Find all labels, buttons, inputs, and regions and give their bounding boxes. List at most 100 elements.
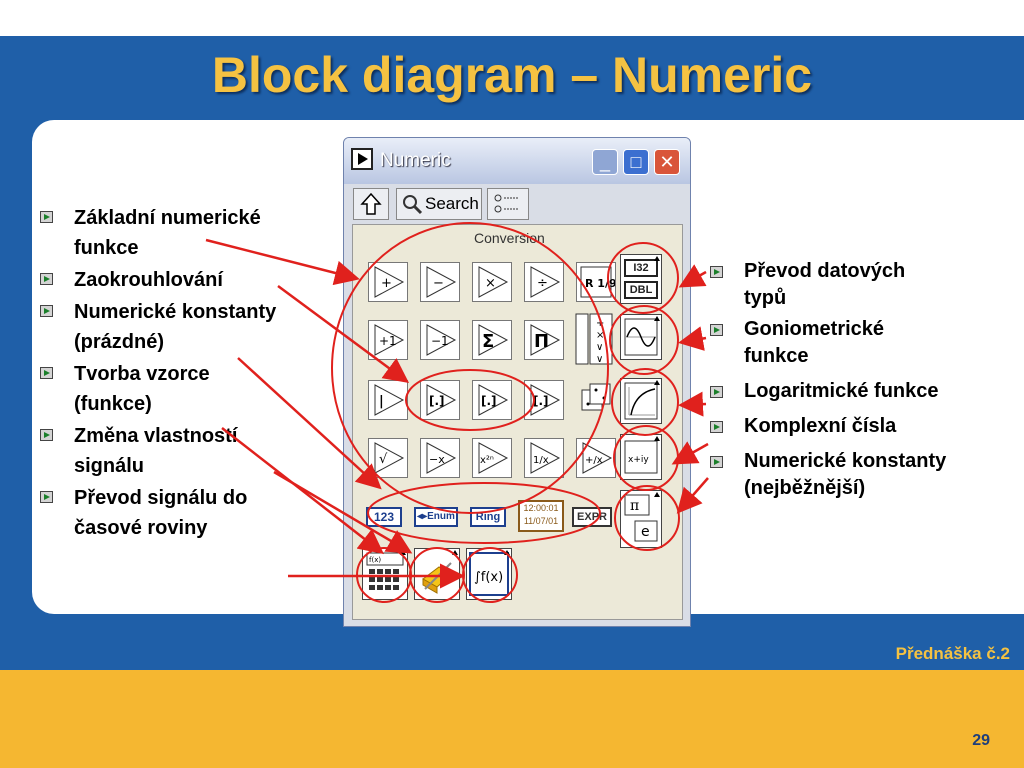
bullet-rounding: Zaokrouhlování [34, 265, 334, 295]
add-function-icon[interactable]: + [368, 262, 408, 302]
quotient-glyph: R 1/9 [585, 277, 615, 290]
abs-glyph: | [379, 394, 384, 409]
complex-glyph: x+iy [628, 455, 649, 465]
scale-power-icon[interactable]: x²ⁿ [472, 438, 512, 478]
search-label: Search [425, 194, 479, 213]
integral-glyph: ∫f(x) [474, 570, 503, 585]
numeric-constant-control[interactable]: 123 [366, 507, 402, 527]
subtract-glyph: − [433, 276, 444, 291]
decrement-glyph: −1 [431, 334, 449, 348]
compound-arithmetic-icon[interactable]: +×∨∨ [574, 312, 614, 366]
reciprocal-glyph: 1/x [533, 455, 549, 466]
close-button[interactable]: ✕ [654, 149, 680, 175]
bullet-icon [710, 266, 723, 278]
bullet-icon [710, 456, 723, 468]
bullet-icon [710, 386, 723, 398]
search-button[interactable]: Search [396, 188, 482, 220]
negate-glyph: −x [429, 453, 445, 466]
bullet-icon [40, 305, 53, 317]
formula-glyph: f(x) [369, 556, 381, 564]
log-curve-icon [624, 382, 658, 420]
reciprocal-icon[interactable]: 1/x [524, 438, 564, 478]
window-titlebar[interactable]: Numeric _ □ ✕ [344, 138, 690, 184]
svg-text:∨: ∨ [596, 354, 603, 365]
sign-icon[interactable]: +/x [576, 438, 616, 478]
divide-glyph: ÷ [537, 276, 548, 291]
quotient-remainder-icon[interactable]: R 1/9 [576, 262, 616, 302]
bullet-formula: Tvorba vzorce(funkce) [34, 359, 334, 419]
bullet-icon [40, 367, 53, 379]
search-icon [403, 195, 423, 215]
e-glyph: e [641, 524, 650, 540]
complex-subpalette[interactable]: x+iy [620, 434, 662, 480]
conversion-label: Conversion [474, 230, 545, 246]
sum-glyph: Σ [482, 331, 494, 352]
sum-array-icon[interactable]: Σ [472, 320, 512, 360]
round-down-glyph: [.] [481, 394, 497, 408]
bullet-icon [40, 273, 53, 285]
subtract-function-icon[interactable]: − [420, 262, 460, 302]
svg-text:×: × [596, 330, 604, 341]
time-domain-express-icon[interactable]: ∫f(x) [466, 548, 512, 600]
round-nearest-glyph: [.] [429, 394, 445, 408]
increment-icon[interactable]: +1 [368, 320, 408, 360]
conversion-subpalette[interactable]: I32 DBL [620, 254, 662, 304]
enum-constant-control[interactable]: ◂▸Enum [414, 507, 458, 527]
minimize-button[interactable]: _ [592, 149, 618, 175]
up-button[interactable] [353, 188, 389, 220]
bullet-icon [710, 421, 723, 433]
bullet-log: Logaritmické funkce [704, 378, 1014, 405]
random-number-icon[interactable] [578, 380, 618, 420]
round-up-glyph: [.] [533, 394, 549, 408]
product-glyph: Π [534, 331, 549, 352]
power-glyph: x²ⁿ [480, 455, 494, 466]
ring-constant-control[interactable]: Ring [470, 507, 506, 527]
maximize-button[interactable]: □ [623, 149, 649, 175]
multiply-function-icon[interactable]: × [472, 262, 512, 302]
slide-title: Block diagram – Numeric [211, 47, 813, 103]
bullet-icon [40, 491, 53, 503]
list-view-icon [494, 194, 518, 213]
decrement-icon[interactable]: −1 [420, 320, 460, 360]
expression-node-control[interactable]: EXPR [572, 507, 612, 527]
round-nearest-icon[interactable]: [.] [420, 380, 460, 420]
absolute-value-icon[interactable]: | [368, 380, 408, 420]
product-array-icon[interactable]: Π [524, 320, 564, 360]
svg-text:∨: ∨ [596, 342, 603, 353]
bullet-icon [40, 429, 53, 441]
sqrt-glyph: √ [379, 452, 388, 467]
pi-glyph: π [630, 498, 639, 514]
trigonometric-subpalette[interactable] [620, 314, 662, 360]
divide-function-icon[interactable]: ÷ [524, 262, 564, 302]
round-down-icon[interactable]: [.] [472, 380, 512, 420]
window-title: Numeric [380, 150, 451, 171]
view-options-button[interactable] [487, 188, 529, 220]
formula-express-icon[interactable]: f(x) [362, 548, 408, 600]
logarithmic-subpalette[interactable] [620, 378, 662, 424]
lecture-label: Přednáška č.2 [895, 644, 1010, 663]
bullet-empty-constants: Numerické konstanty(prázdné) [34, 297, 334, 357]
i32-icon: I32 [624, 259, 658, 277]
bullet-common-constants: Numerické konstanty(nejběžnější) [704, 448, 1014, 502]
square-root-icon[interactable]: √ [368, 438, 408, 478]
timestamp-constant-control[interactable]: 12:00:01 11/07/01 [518, 500, 564, 532]
sine-wave-icon [624, 318, 658, 356]
add-glyph: + [381, 276, 392, 291]
bullet-icon [710, 324, 723, 336]
labview-icon [351, 148, 373, 170]
page-number: 29 [972, 732, 990, 749]
scaling-express-icon[interactable] [414, 548, 460, 600]
up-arrow-icon [360, 192, 382, 215]
dbl-icon: DBL [624, 281, 658, 299]
negate-icon[interactable]: −x [420, 438, 460, 478]
round-up-icon[interactable]: [.] [524, 380, 564, 420]
bullet-complex: Komplexní čísla [704, 413, 1014, 440]
